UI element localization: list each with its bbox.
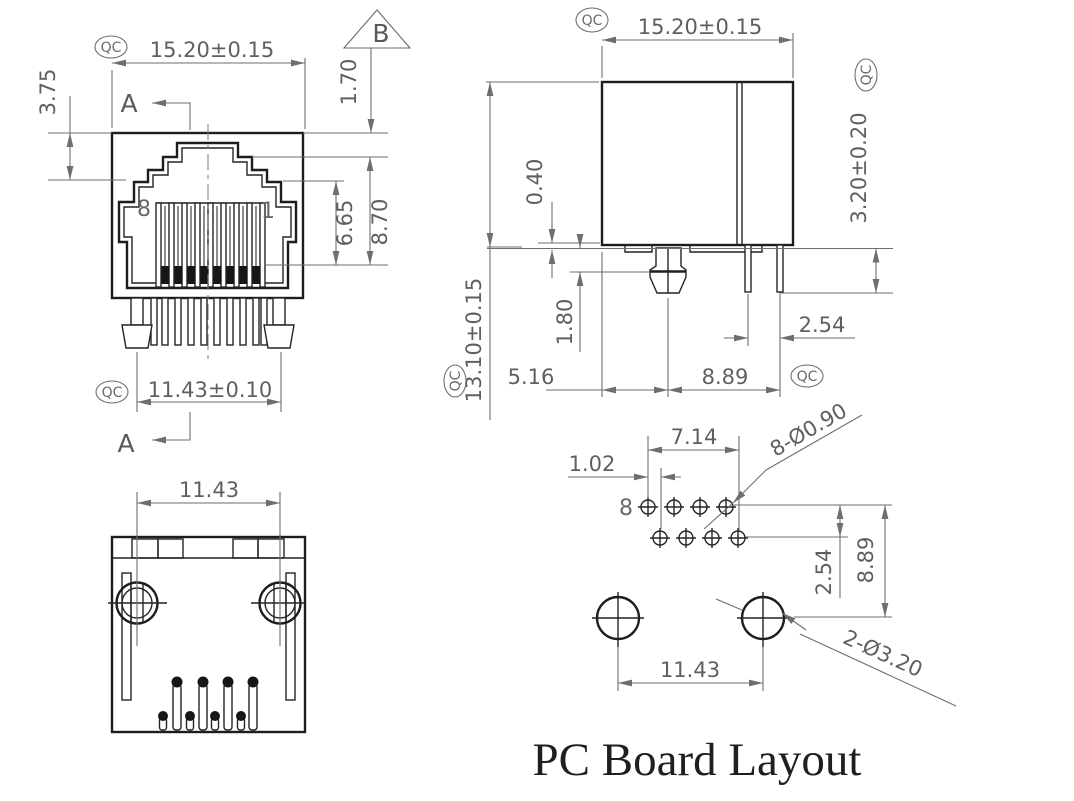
side-pin-row1 xyxy=(744,244,752,293)
pcb-dim-row-pitch: 2.54 xyxy=(734,504,892,598)
front-dim-top-step: 3.75 xyxy=(36,69,126,181)
section-a-top-label: A xyxy=(120,89,137,118)
pcb-pin8-label: 8 xyxy=(619,496,633,521)
svg-text:1.02: 1.02 xyxy=(569,452,616,476)
front-mounting-pegs xyxy=(121,297,295,349)
svg-text:11.43±0.10: 11.43±0.10 xyxy=(148,378,272,402)
pcb-dim-pin-row-span: 7.14 xyxy=(647,425,740,530)
svg-text:QC: QC xyxy=(859,64,875,85)
svg-text:11.43: 11.43 xyxy=(179,478,239,502)
svg-text:1.80: 1.80 xyxy=(553,299,577,346)
detail-b-flag: B xyxy=(342,9,412,49)
pcb-layout-title: PC Board Layout xyxy=(533,734,862,786)
front-dim-opening-height: 6.65 xyxy=(265,180,388,266)
svg-text:QC: QC xyxy=(448,370,464,391)
front-opening-outer xyxy=(117,141,298,290)
pcb-pin-hole-callout: 8-Ø0.90 xyxy=(703,398,863,530)
svg-text:8.89: 8.89 xyxy=(702,365,749,389)
bottom-shield-right xyxy=(285,572,296,701)
svg-text:3.75: 3.75 xyxy=(36,69,60,116)
svg-text:11.43: 11.43 xyxy=(660,658,720,682)
qc-stamp-side-right: QC xyxy=(854,58,878,92)
front-dim-cavity-height: 8.70 xyxy=(366,157,392,265)
pcb-peg-hole-callout: 2-Ø3.20 xyxy=(715,598,957,707)
svg-text:QC: QC xyxy=(101,40,122,56)
svg-text:QC: QC xyxy=(797,369,818,385)
side-body-outline xyxy=(600,80,795,247)
side-dim-pin-pitch: 2.54 xyxy=(724,294,855,346)
front-contact-comb xyxy=(155,202,266,288)
side-dim-standoff: 0.40 xyxy=(523,159,600,278)
qc-stamp-front-top: QC xyxy=(94,35,128,59)
svg-text:QC: QC xyxy=(582,13,603,29)
front-dim-peg-span: 11.43±0.10 QC xyxy=(95,352,282,412)
section-a-bottom-label: A xyxy=(117,429,134,458)
bottom-pins xyxy=(158,676,259,731)
side-pin-row2 xyxy=(776,244,784,293)
svg-text:6.65: 6.65 xyxy=(333,200,357,247)
qc-stamp-side-bottom: QC xyxy=(790,364,824,388)
detail-b-label: B xyxy=(372,19,389,48)
section-a-bottom: A xyxy=(117,412,191,458)
front-view: 8 1 15.20±0.15 QC 3.75 1.70 xyxy=(36,9,412,458)
front-pin1-label: 1 xyxy=(261,199,275,224)
svg-text:3.20±0.20: 3.20±0.20 xyxy=(847,112,871,223)
side-snap-peg xyxy=(649,247,687,294)
section-a-top: A xyxy=(120,89,191,130)
qc-stamp-side-top: QC xyxy=(575,7,609,33)
pcb-pin-holes xyxy=(638,497,748,548)
qc-stamp-front-bottom: QC xyxy=(95,380,129,404)
side-dim-pin-offset: 8.89 QC xyxy=(668,294,824,397)
side-dim-peg-shoulder: 1.80 xyxy=(553,234,650,352)
side-view: 15.20±0.15 QC 13.10±0.15 QC 0.40 xyxy=(443,7,893,420)
svg-text:QC: QC xyxy=(102,385,123,401)
bottom-latch-tabs xyxy=(131,538,285,559)
side-dim-depth: 15.20±0.15 QC xyxy=(575,7,794,78)
front-pin8-label: 8 xyxy=(137,197,151,222)
pcb-dim-pin-stagger: 1.02 xyxy=(568,452,681,529)
svg-text:2.54: 2.54 xyxy=(812,549,836,596)
svg-text:1.70: 1.70 xyxy=(337,59,361,106)
front-dim-width: 15.20±0.15 QC xyxy=(94,35,306,129)
svg-text:2.54: 2.54 xyxy=(799,313,846,337)
pcb-dim-peg-span: 11.43 xyxy=(617,647,764,691)
side-dim-height: 13.10±0.15 QC xyxy=(443,81,599,420)
front-opening-inner xyxy=(123,147,292,284)
pcb-dim-peg-row-offset: 8.89 xyxy=(794,505,892,618)
svg-text:8-Ø0.90: 8-Ø0.90 xyxy=(766,398,851,461)
pcb-peg-holes xyxy=(592,592,789,647)
side-dim-peg-offset: 5.16 xyxy=(508,252,669,397)
svg-text:7.14: 7.14 xyxy=(671,425,718,449)
svg-text:5.16: 5.16 xyxy=(508,365,555,389)
svg-text:2-Ø3.20: 2-Ø3.20 xyxy=(840,625,927,682)
svg-text:15.20±0.15: 15.20±0.15 xyxy=(638,15,762,39)
bottom-shield-left xyxy=(121,572,132,701)
bottom-view: 11.43 xyxy=(108,478,307,734)
bottom-dim-peg-span: 11.43 xyxy=(136,478,281,646)
svg-text:8.70: 8.70 xyxy=(368,199,392,246)
side-dim-pin-length: 3.20±0.20 QC xyxy=(779,58,893,294)
pcb-layout: 8 7.14 1.02 8-Ø0.90 2.54 xyxy=(533,398,957,786)
svg-text:0.40: 0.40 xyxy=(523,159,547,206)
bottom-body-outline xyxy=(110,535,307,734)
svg-text:15.20±0.15: 15.20±0.15 xyxy=(150,38,274,62)
qc-stamp-side-left: QC xyxy=(443,364,467,398)
front-solder-legs xyxy=(150,297,268,346)
svg-text:8.89: 8.89 xyxy=(854,537,878,584)
front-dim-panel-step: 1.70 xyxy=(252,48,388,158)
